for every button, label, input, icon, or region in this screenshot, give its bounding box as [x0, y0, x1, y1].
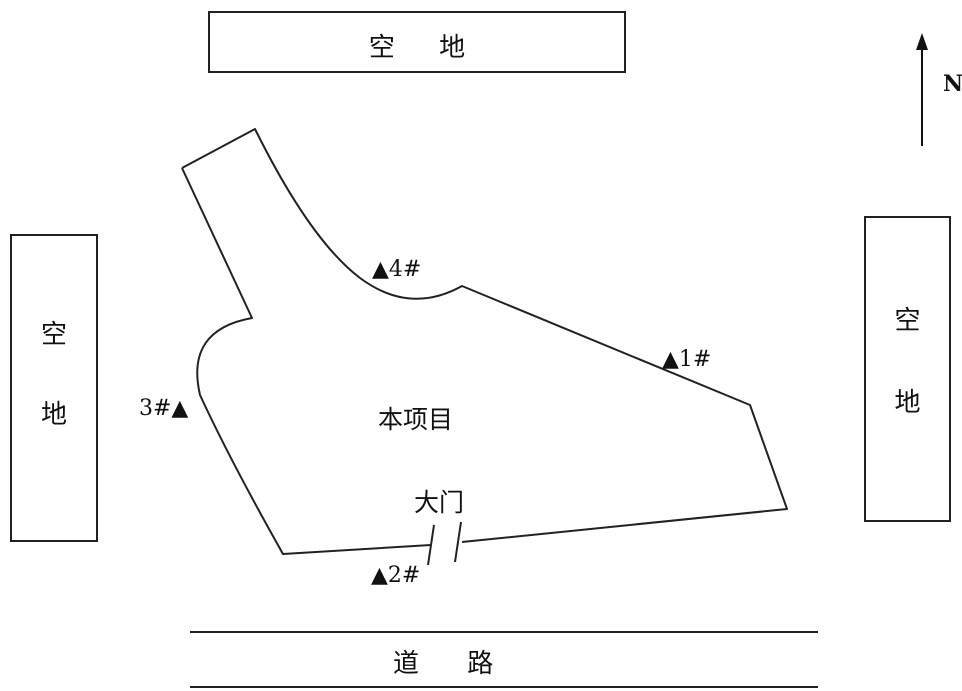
east-empty-lot: 空 地 — [864, 216, 951, 522]
monitoring-point-4: ▲4# — [372, 257, 421, 282]
gate-line-left — [427, 524, 435, 566]
north-empty-lot-label: 空 地 — [368, 33, 466, 63]
monitoring-point-2: ▲2# — [371, 563, 420, 588]
west-empty-lot: 空 地 — [10, 234, 98, 542]
north-arrow-icon — [916, 33, 928, 50]
gate-line-right — [454, 521, 462, 563]
north-arrow-label: N — [943, 71, 962, 97]
east-empty-lot-label-2: 地 — [894, 388, 921, 418]
project-boundary — [181, 128, 788, 555]
monitoring-point-1: ▲1# — [662, 347, 711, 372]
west-empty-lot-label-1: 空 — [40, 320, 67, 350]
road-label: 道 路 — [393, 649, 493, 679]
monitoring-point-3: 3#▲ — [139, 396, 188, 421]
west-empty-lot-label-2: 地 — [40, 400, 67, 430]
gate-label: 大门 — [414, 488, 464, 517]
north-empty-lot: 空 地 — [208, 11, 626, 73]
project-label: 本项目 — [378, 405, 453, 434]
east-empty-lot-label-1: 空 — [894, 306, 921, 336]
